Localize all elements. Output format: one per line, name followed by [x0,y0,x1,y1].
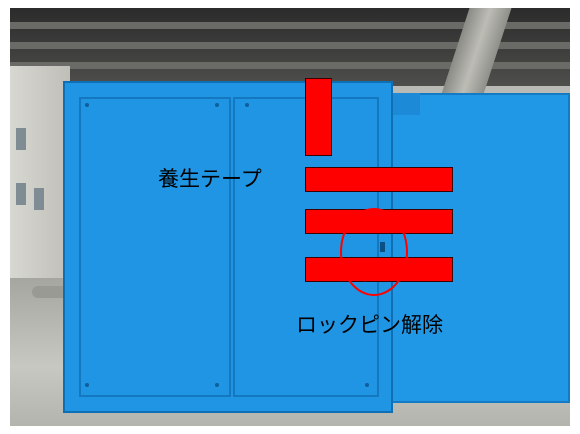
ceiling-beam [10,22,570,29]
ceiling-beam [10,42,570,49]
container-door-photo: 養生テープ ロックピン解除 [10,8,570,426]
bolt [215,383,219,387]
bolt [365,383,369,387]
tape-vertical [305,78,332,156]
lockpin-highlight-circle [340,208,408,296]
ceiling-beam [10,62,570,69]
tape-label: 養生テープ [158,167,262,191]
building-window [16,183,26,205]
building-window [34,188,44,210]
door-leaf-left [79,97,231,397]
building-window [16,128,26,150]
bolt [85,383,89,387]
bolt [245,103,249,107]
pipe [32,286,68,298]
container-side-wall [380,93,570,403]
tape-bar [305,167,453,192]
bolt [85,103,89,107]
bolt [215,103,219,107]
lockpin-label: ロックピン解除 [296,313,443,337]
background-building [10,66,70,296]
